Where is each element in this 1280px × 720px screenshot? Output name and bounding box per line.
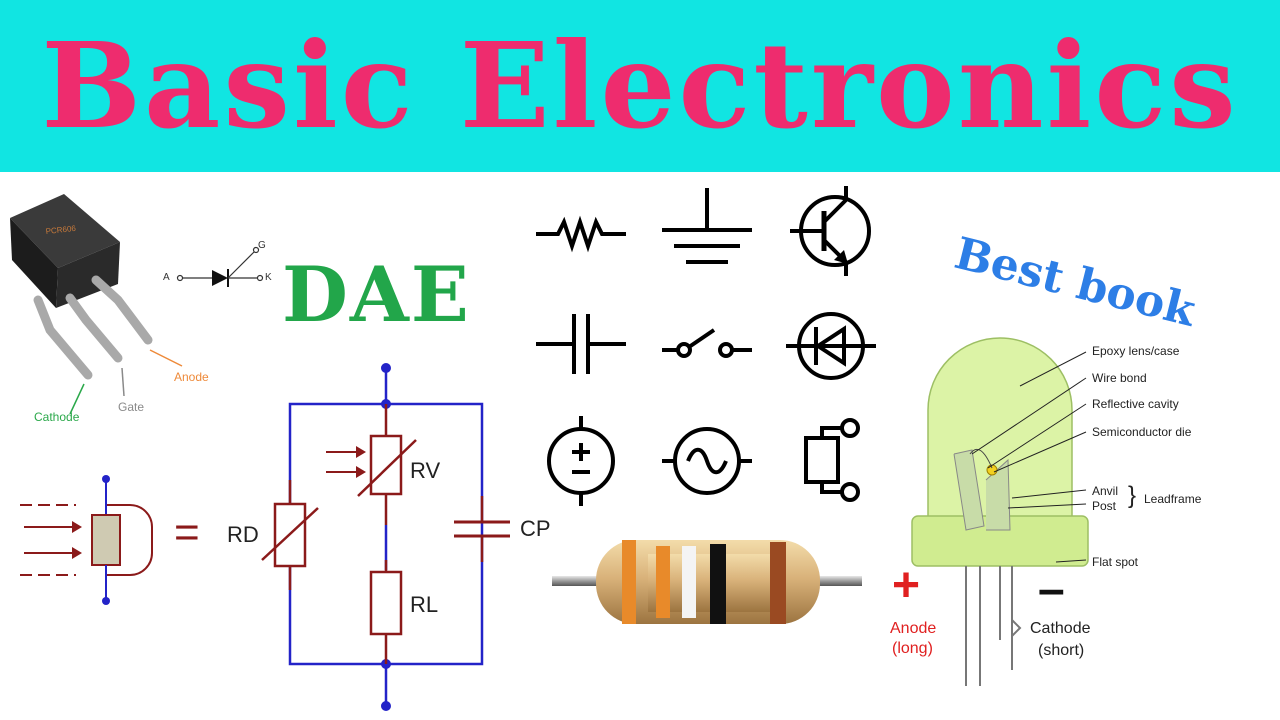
led-callout-epoxy: Epoxy lens/case	[1092, 344, 1180, 358]
led-plus-sign: +	[892, 559, 921, 612]
led-cathode-label: Cathode	[1030, 620, 1091, 637]
led-anode-label: Anode	[890, 620, 937, 637]
diode-symbol-icon	[786, 312, 876, 380]
capacitor-symbol-icon	[536, 314, 626, 374]
led-callout-semiconductor-die: Semiconductor die	[1092, 425, 1192, 439]
photoresistor-symbol-icon	[20, 475, 153, 605]
led-callout-post: Post	[1092, 499, 1117, 513]
equivalent-circuit-diagram	[261, 363, 510, 711]
led-anode-long-label: (long)	[892, 640, 933, 657]
led-callout-leadframe: Leadframe	[1144, 492, 1202, 506]
best-book-heading: Best book	[949, 228, 1201, 337]
scr-anode-label: Anode	[174, 370, 209, 384]
label-rv: RV	[410, 458, 441, 483]
label-cp: CP	[520, 516, 551, 541]
led-callout-anvil: Anvil	[1092, 484, 1119, 498]
page-title: Basic Electronics	[41, 16, 1239, 155]
led-cathode-short-label: (short)	[1038, 642, 1085, 659]
scr-symbol-g: G	[258, 240, 266, 251]
dc-source-symbol-icon	[547, 416, 615, 506]
label-rd: RD	[227, 522, 259, 547]
label-rl: RL	[410, 592, 439, 617]
led-callout-wire-bond: Wire bond	[1092, 371, 1147, 385]
led-callout-flat-spot: Flat spot	[1092, 555, 1139, 569]
led-leadframe-brace: }	[1128, 482, 1137, 509]
resistor-symbol-icon	[536, 215, 626, 253]
dae-heading: DAE	[282, 250, 471, 339]
title-banner	[0, 0, 1280, 172]
equals-sign: =	[174, 508, 200, 557]
ac-source-symbol-icon	[662, 427, 752, 495]
scr-gate-label: Gate	[118, 400, 145, 414]
led-minus-sign: –	[1038, 563, 1065, 616]
led-anatomy-diagram	[911, 337, 1089, 686]
scr-symbol-icon	[176, 246, 264, 287]
scr-cathode-label: Cathode	[34, 410, 80, 424]
scr-symbol-k: K	[265, 272, 272, 283]
scr-symbol-a: A	[163, 272, 170, 283]
scr-package-illustration: PCR606	[10, 194, 183, 415]
ground-symbol-icon	[662, 188, 752, 264]
transistor-symbol-icon	[790, 186, 871, 276]
switch-symbol-icon	[662, 328, 752, 358]
scr-marking: PCR606	[45, 224, 77, 236]
variable-resistor-symbol-icon	[804, 418, 860, 502]
resistor-photo-illustration	[552, 540, 862, 624]
led-callout-reflective-cavity: Reflective cavity	[1092, 397, 1179, 411]
